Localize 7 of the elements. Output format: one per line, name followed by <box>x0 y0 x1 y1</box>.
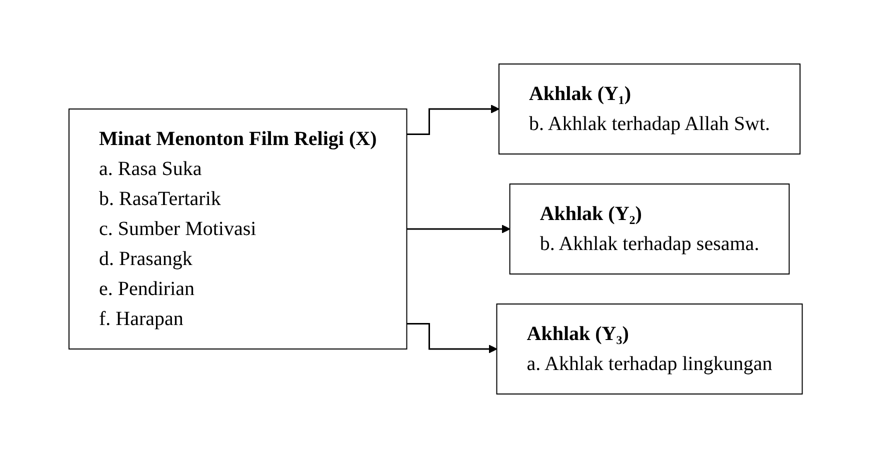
node-box: Akhlak (Y₁) b. Akhlak terhadap Allah Swt. <box>498 64 801 154</box>
node-box: Akhlak (Y₃) a. Akhlak terhadap lingkungan <box>496 304 804 394</box>
arrow <box>407 323 498 354</box>
node-box: Minat Menonton Film Religi (X) a. Rasa Suka b. RasaTertarik c. Sumber Motivasi d. Prasangk e. Pendirian f. Harapan <box>68 108 408 350</box>
node-box: Akhlak (Y₂) b. Akhlak terhadap sesama. <box>510 184 790 274</box>
arrow <box>407 104 500 135</box>
arrow <box>407 224 511 234</box>
